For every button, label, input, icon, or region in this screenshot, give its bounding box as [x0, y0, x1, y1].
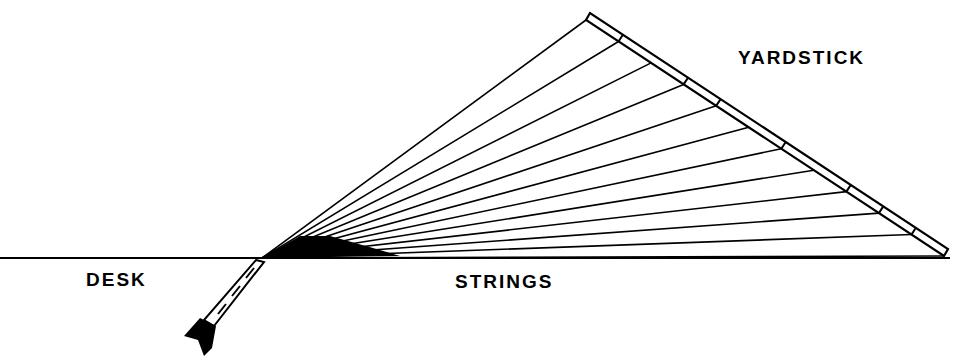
desk-label: DESK — [86, 270, 147, 289]
yardstick — [586, 13, 948, 256]
clamp — [184, 260, 264, 356]
strings-label: STRINGS — [455, 272, 553, 291]
yardstick-label: YARDSTICK — [738, 48, 865, 67]
strings — [262, 20, 944, 258]
string-bundle — [262, 236, 400, 258]
desk-line — [0, 257, 950, 259]
